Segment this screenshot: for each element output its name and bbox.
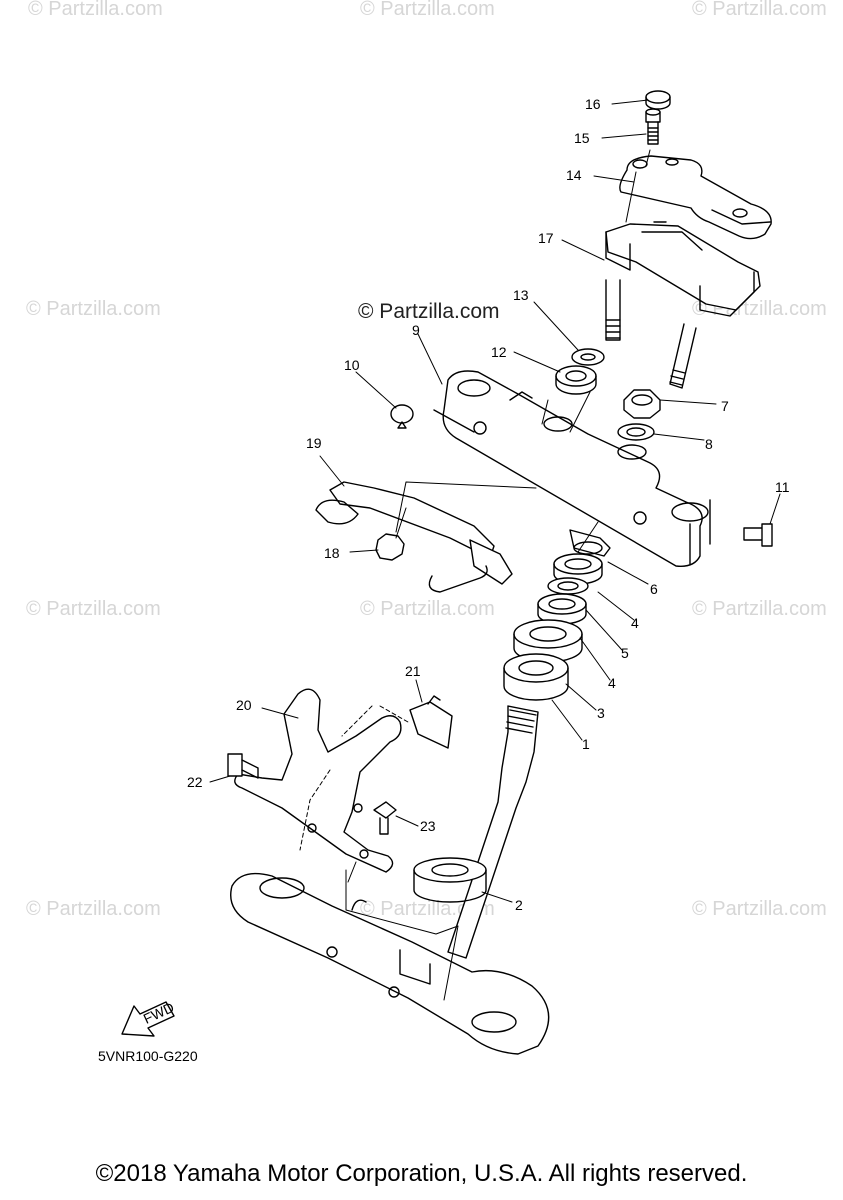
callout-14: 14 bbox=[566, 167, 582, 183]
part-small-bracket bbox=[409, 695, 453, 749]
watermark: © Partzilla.com bbox=[692, 898, 827, 920]
callout-19: 19 bbox=[306, 435, 322, 451]
part-side-bolt bbox=[743, 523, 773, 547]
callout-20: 20 bbox=[236, 697, 252, 713]
callout-6: 6 bbox=[650, 581, 658, 597]
callout-21: 21 bbox=[405, 663, 421, 679]
watermark: © Partzilla.com bbox=[692, 598, 827, 620]
callout-4: 4 bbox=[608, 675, 616, 691]
callout-12: 12 bbox=[491, 344, 507, 360]
callout-13: 13 bbox=[513, 287, 529, 303]
part-nut-small bbox=[375, 533, 405, 561]
part-cap bbox=[645, 90, 671, 110]
copyright-notice: ©2018 Yamaha Motor Corporation, U.S.A. A… bbox=[95, 1160, 748, 1187]
part-washer-lower bbox=[617, 423, 655, 441]
parts-diagram: 1 2 3 4 4 5 6 7 8 9 10 11 12 13 14 15 16… bbox=[121, 90, 790, 1055]
diagram-code: 5VNR100-G220 bbox=[98, 1048, 198, 1064]
part-bolt-top bbox=[645, 108, 661, 145]
callout-17: 17 bbox=[538, 230, 554, 246]
watermark: © Partzilla.com bbox=[360, 598, 495, 620]
callout-8: 8 bbox=[705, 436, 713, 452]
callout-numbers: 1 2 3 4 4 5 6 7 8 9 10 11 12 13 14 15 16… bbox=[141, 96, 790, 1027]
watermark: © Partzilla.com bbox=[692, 0, 827, 20]
part-ring-nut bbox=[553, 553, 603, 585]
watermark: © Partzilla.com bbox=[360, 0, 495, 20]
part-rubber-washer bbox=[547, 577, 589, 595]
callout-5: 5 bbox=[621, 645, 629, 661]
watermark: © Partzilla.com bbox=[26, 898, 161, 920]
part-bearing-cover bbox=[513, 619, 583, 663]
part-cable-guide bbox=[315, 481, 513, 593]
watermark: © Partzilla.com bbox=[28, 0, 163, 20]
part-lower-bracket bbox=[230, 872, 550, 1055]
part-collar bbox=[555, 365, 597, 395]
callout-22: 22 bbox=[187, 774, 203, 790]
callout-leaders bbox=[209, 99, 781, 903]
watermark: © Partzilla.com bbox=[26, 298, 161, 320]
part-lower-handlebar-holder bbox=[605, 221, 761, 389]
callout-7: 7 bbox=[721, 398, 729, 414]
callout-10: 10 bbox=[344, 357, 360, 373]
callout-11: 11 bbox=[775, 479, 790, 495]
callout-23: 23 bbox=[420, 818, 436, 834]
callout-18: 18 bbox=[324, 545, 340, 561]
partzilla-brand-label: © Partzilla.com bbox=[358, 300, 500, 323]
part-bolt-23 bbox=[373, 801, 397, 835]
part-bolt-22 bbox=[227, 753, 259, 779]
part-upper-bracket bbox=[433, 370, 711, 567]
callout-16: 16 bbox=[585, 96, 601, 112]
part-nut bbox=[623, 389, 661, 419]
part-washer bbox=[571, 348, 605, 366]
assembly-lines bbox=[299, 149, 651, 1001]
fwd-arrow bbox=[121, 1001, 175, 1037]
part-meter-bracket bbox=[234, 688, 402, 873]
watermark: © Partzilla.com bbox=[26, 598, 161, 620]
part-plug bbox=[390, 404, 414, 429]
part-bearing-upper bbox=[503, 653, 569, 701]
callout-1: 1 bbox=[582, 736, 590, 752]
callout-2: 2 bbox=[515, 897, 523, 913]
part-steering-stem bbox=[447, 705, 539, 959]
callout-9: 9 bbox=[412, 322, 420, 338]
callout-15: 15 bbox=[574, 130, 590, 146]
callout-3: 3 bbox=[597, 705, 605, 721]
callout-4: 4 bbox=[631, 615, 639, 631]
part-bearing-lower bbox=[413, 857, 487, 903]
part-upper-handlebar-holder bbox=[619, 155, 772, 240]
